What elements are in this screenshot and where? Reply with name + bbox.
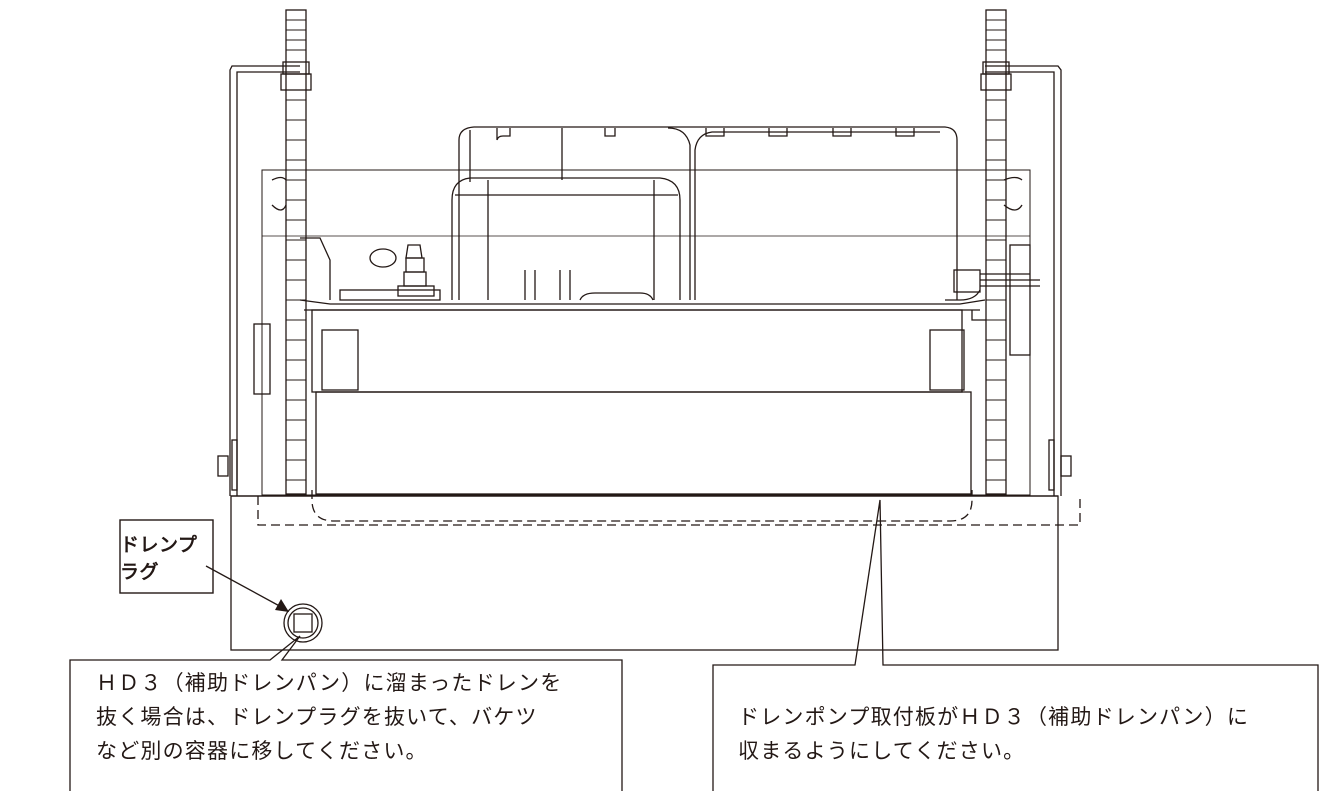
drain-plug-label: ドレンプラグ <box>120 533 198 583</box>
auxiliary-drain-pan <box>230 495 1059 651</box>
motor-block <box>451 177 681 301</box>
pump-base <box>253 299 986 495</box>
mounting-plate-hidden-outline <box>257 496 1081 526</box>
drain-plug-label-frame <box>119 519 214 594</box>
right-note-frame <box>712 499 1319 791</box>
drain-plug-arrowhead <box>275 599 289 612</box>
left-note-line-1: ＨＤ３（補助ドレンパン）に溜まったドレンを <box>96 671 563 695</box>
left-note-line-3: など別の容器に移してください。 <box>96 739 428 763</box>
electrical-connector <box>945 269 1040 301</box>
right-note: ドレンポンプ取付板がＨＤ３（補助ドレンパン）に 収まるようにしてください。 <box>738 700 1318 768</box>
left-note-line-2: 抜く場合は、ドレンプラグを抜いて、バケツ <box>96 705 538 729</box>
left-note-frame <box>69 635 623 791</box>
discharge-nozzle <box>300 237 441 301</box>
left-note: ＨＤ３（補助ドレンパン）に溜まったドレンを 抜く場合は、ドレンプラグを抜いて、バ… <box>96 666 636 768</box>
motor-cover <box>458 126 958 300</box>
drain-plug-leader <box>205 565 286 610</box>
left-hanger-bolt <box>280 9 312 495</box>
right-hanger-bolt <box>980 9 1012 495</box>
right-note-line-1: ドレンポンプ取付板がＨＤ３（補助ドレンパン）に <box>738 705 1250 729</box>
right-note-line-2: 収まるようにしてください。 <box>738 739 1026 763</box>
right-bracket <box>985 65 1072 496</box>
mounting-plate-hidden-inner <box>311 490 973 522</box>
drain-plug <box>283 603 323 643</box>
left-bracket <box>217 65 300 496</box>
back-panel <box>261 169 1031 496</box>
